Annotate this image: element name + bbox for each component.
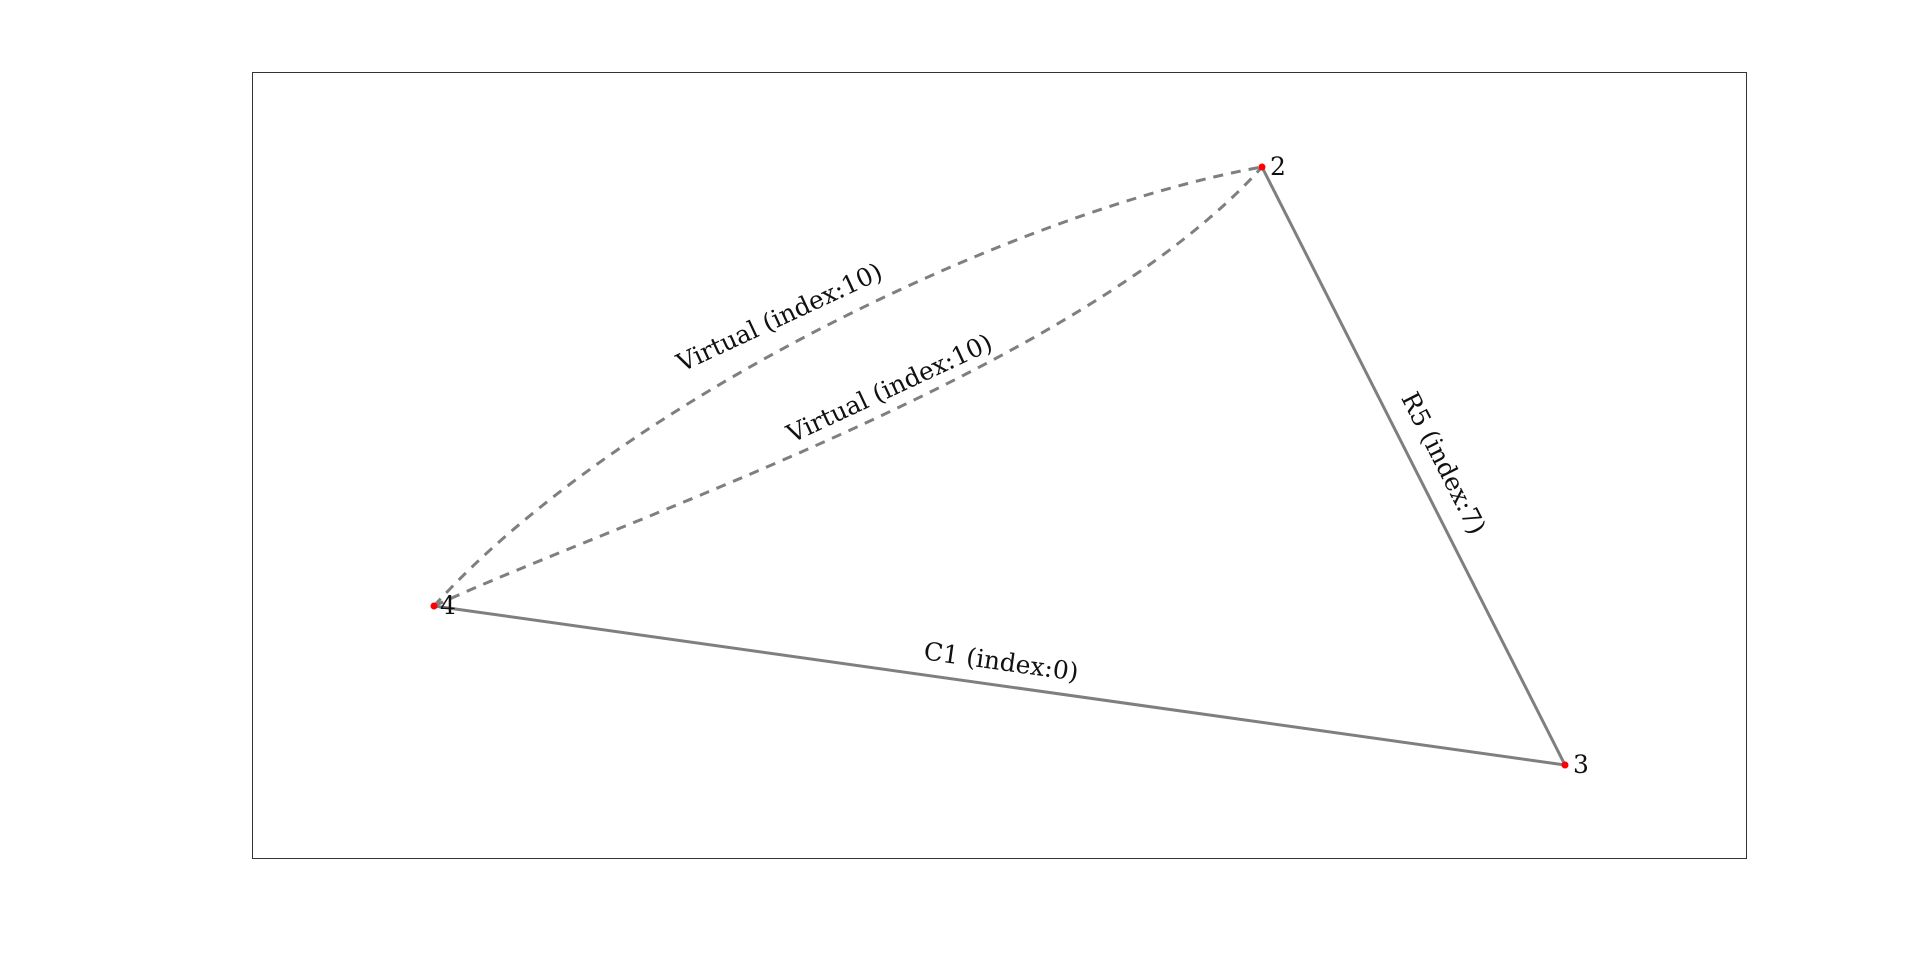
node-3-marker <box>1561 761 1569 769</box>
plot-frame <box>252 72 1747 859</box>
edge-virtual-upper <box>432 165 1263 608</box>
edge-label-virtual-lower: Virtual (index:10) <box>781 328 997 449</box>
node-label-3: 3 <box>1573 750 1589 779</box>
node-label-2: 2 <box>1270 152 1286 181</box>
edge-c1 <box>433 604 1566 767</box>
edge-virtual-lower <box>433 165 1264 608</box>
edge-r5 <box>1260 166 1567 766</box>
edge-label-r5: R5 (index:7) <box>1395 387 1491 539</box>
node-2-marker <box>1258 163 1266 171</box>
node-label-4: 4 <box>440 591 456 620</box>
node-4-marker <box>430 602 438 610</box>
edge-label-virtual-upper: Virtual (index:10) <box>671 257 887 378</box>
